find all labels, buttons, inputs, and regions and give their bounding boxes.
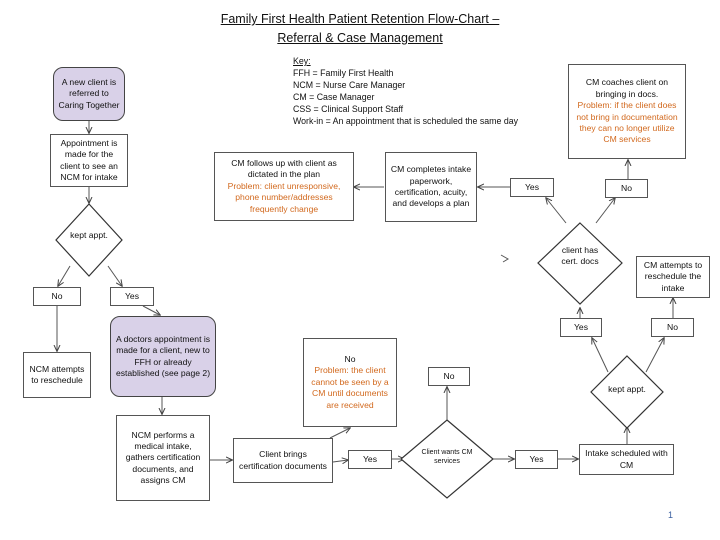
cm-completes-intake-box: CM completes intake paperwork, certifica… [385, 152, 477, 222]
client-wants-cm-label: Client wants CM services [421, 449, 473, 466]
cm-follows-text: CM follows up with client as dictated in… [231, 158, 337, 180]
decision-kept-appt-2 [590, 355, 664, 429]
problem-text: Problem: the client cannot be seen by a … [311, 365, 389, 410]
arrow-has-docs-to-no [595, 198, 615, 224]
arrow-kept-to-yes [107, 265, 122, 286]
chart-title-line2: Referral & Case Management [277, 31, 443, 45]
start-new-client-referral: A new client is referred to Caring Toget… [53, 67, 125, 121]
cm-attempts-reschedule-box: CM attempts to reschedule the intake [636, 256, 710, 298]
arrow-client-brings-to-yes [332, 460, 348, 462]
cm-coaches-client-box: CM coaches client on bringing in docs. P… [568, 64, 686, 159]
arrow-client-brings-to-no-problem [329, 428, 350, 439]
label-yes-2: Yes [348, 450, 392, 469]
arrow-kept-to-no-right [645, 338, 664, 373]
cm-coaches-text: CM coaches client on bringing in docs. [585, 77, 669, 99]
client-brings-docs-box: Client brings certification documents [233, 438, 333, 483]
label-no-4: No [651, 318, 694, 337]
key-item: CSS = Clinical Support Staff [293, 103, 404, 114]
key-item: NCM = Nurse Care Manager [293, 79, 406, 90]
arrow-yes-to-doctors-appt [142, 305, 160, 315]
ncm-attempts-reschedule-box: NCM attempts to reschedule [23, 352, 91, 398]
label-yes-3: Yes [515, 450, 558, 469]
label-yes-4: Yes [560, 318, 602, 337]
ncm-performs-intake-box: NCM performs a medical intake, gathers c… [116, 415, 210, 501]
kept-appt-label-2: kept appt. [608, 384, 646, 394]
cm-follows-problem: Problem: client unresponsive, phone numb… [227, 180, 341, 214]
kept-appt-label-1: kept appt. [70, 230, 108, 240]
stray-mark [500, 254, 509, 263]
key-item: FFH = Family First Health [293, 67, 394, 78]
label-yes-5: Yes [510, 178, 554, 197]
label-no-5: No [605, 179, 648, 198]
key-item: Work-in = An appointment that is schedul… [293, 115, 519, 126]
chart-title-line1: Family First Health Patient Retention Fl… [220, 12, 500, 26]
decision-client-has-docs [537, 222, 623, 305]
no-label: No [344, 354, 356, 365]
page-number: 1 [668, 510, 674, 520]
appointment-made-box: Appointment is made for the client to se… [50, 134, 128, 187]
label-no-1: No [33, 287, 81, 306]
key-heading: Key: [293, 56, 311, 66]
arrow-has-docs-to-yes [546, 198, 567, 224]
label-yes-1: Yes [110, 287, 154, 306]
arrow-kept-to-no [58, 265, 71, 286]
doctors-appointment-box: A doctors appointment is made for a clie… [110, 316, 216, 397]
key-item: CM = Case Manager [293, 91, 375, 102]
client-has-docs-label: client has cert. docs [561, 245, 599, 267]
decision-kept-appt-1 [55, 203, 123, 277]
label-no-3: No [428, 367, 470, 386]
decision-client-wants-cm [400, 419, 494, 499]
legend-key: Key: FFH = Family First Health NCM = Nur… [293, 56, 518, 128]
intake-scheduled-box: Intake scheduled with CM [579, 444, 674, 475]
cm-coaches-problem: Problem: if the client does not bring in… [576, 100, 678, 145]
no-problem-css-box: No Problem: the client cannot be seen by… [303, 338, 397, 427]
cm-follows-up-box: CM follows up with client as dictated in… [214, 152, 354, 221]
arrow-kept-to-yes-right [592, 338, 609, 373]
